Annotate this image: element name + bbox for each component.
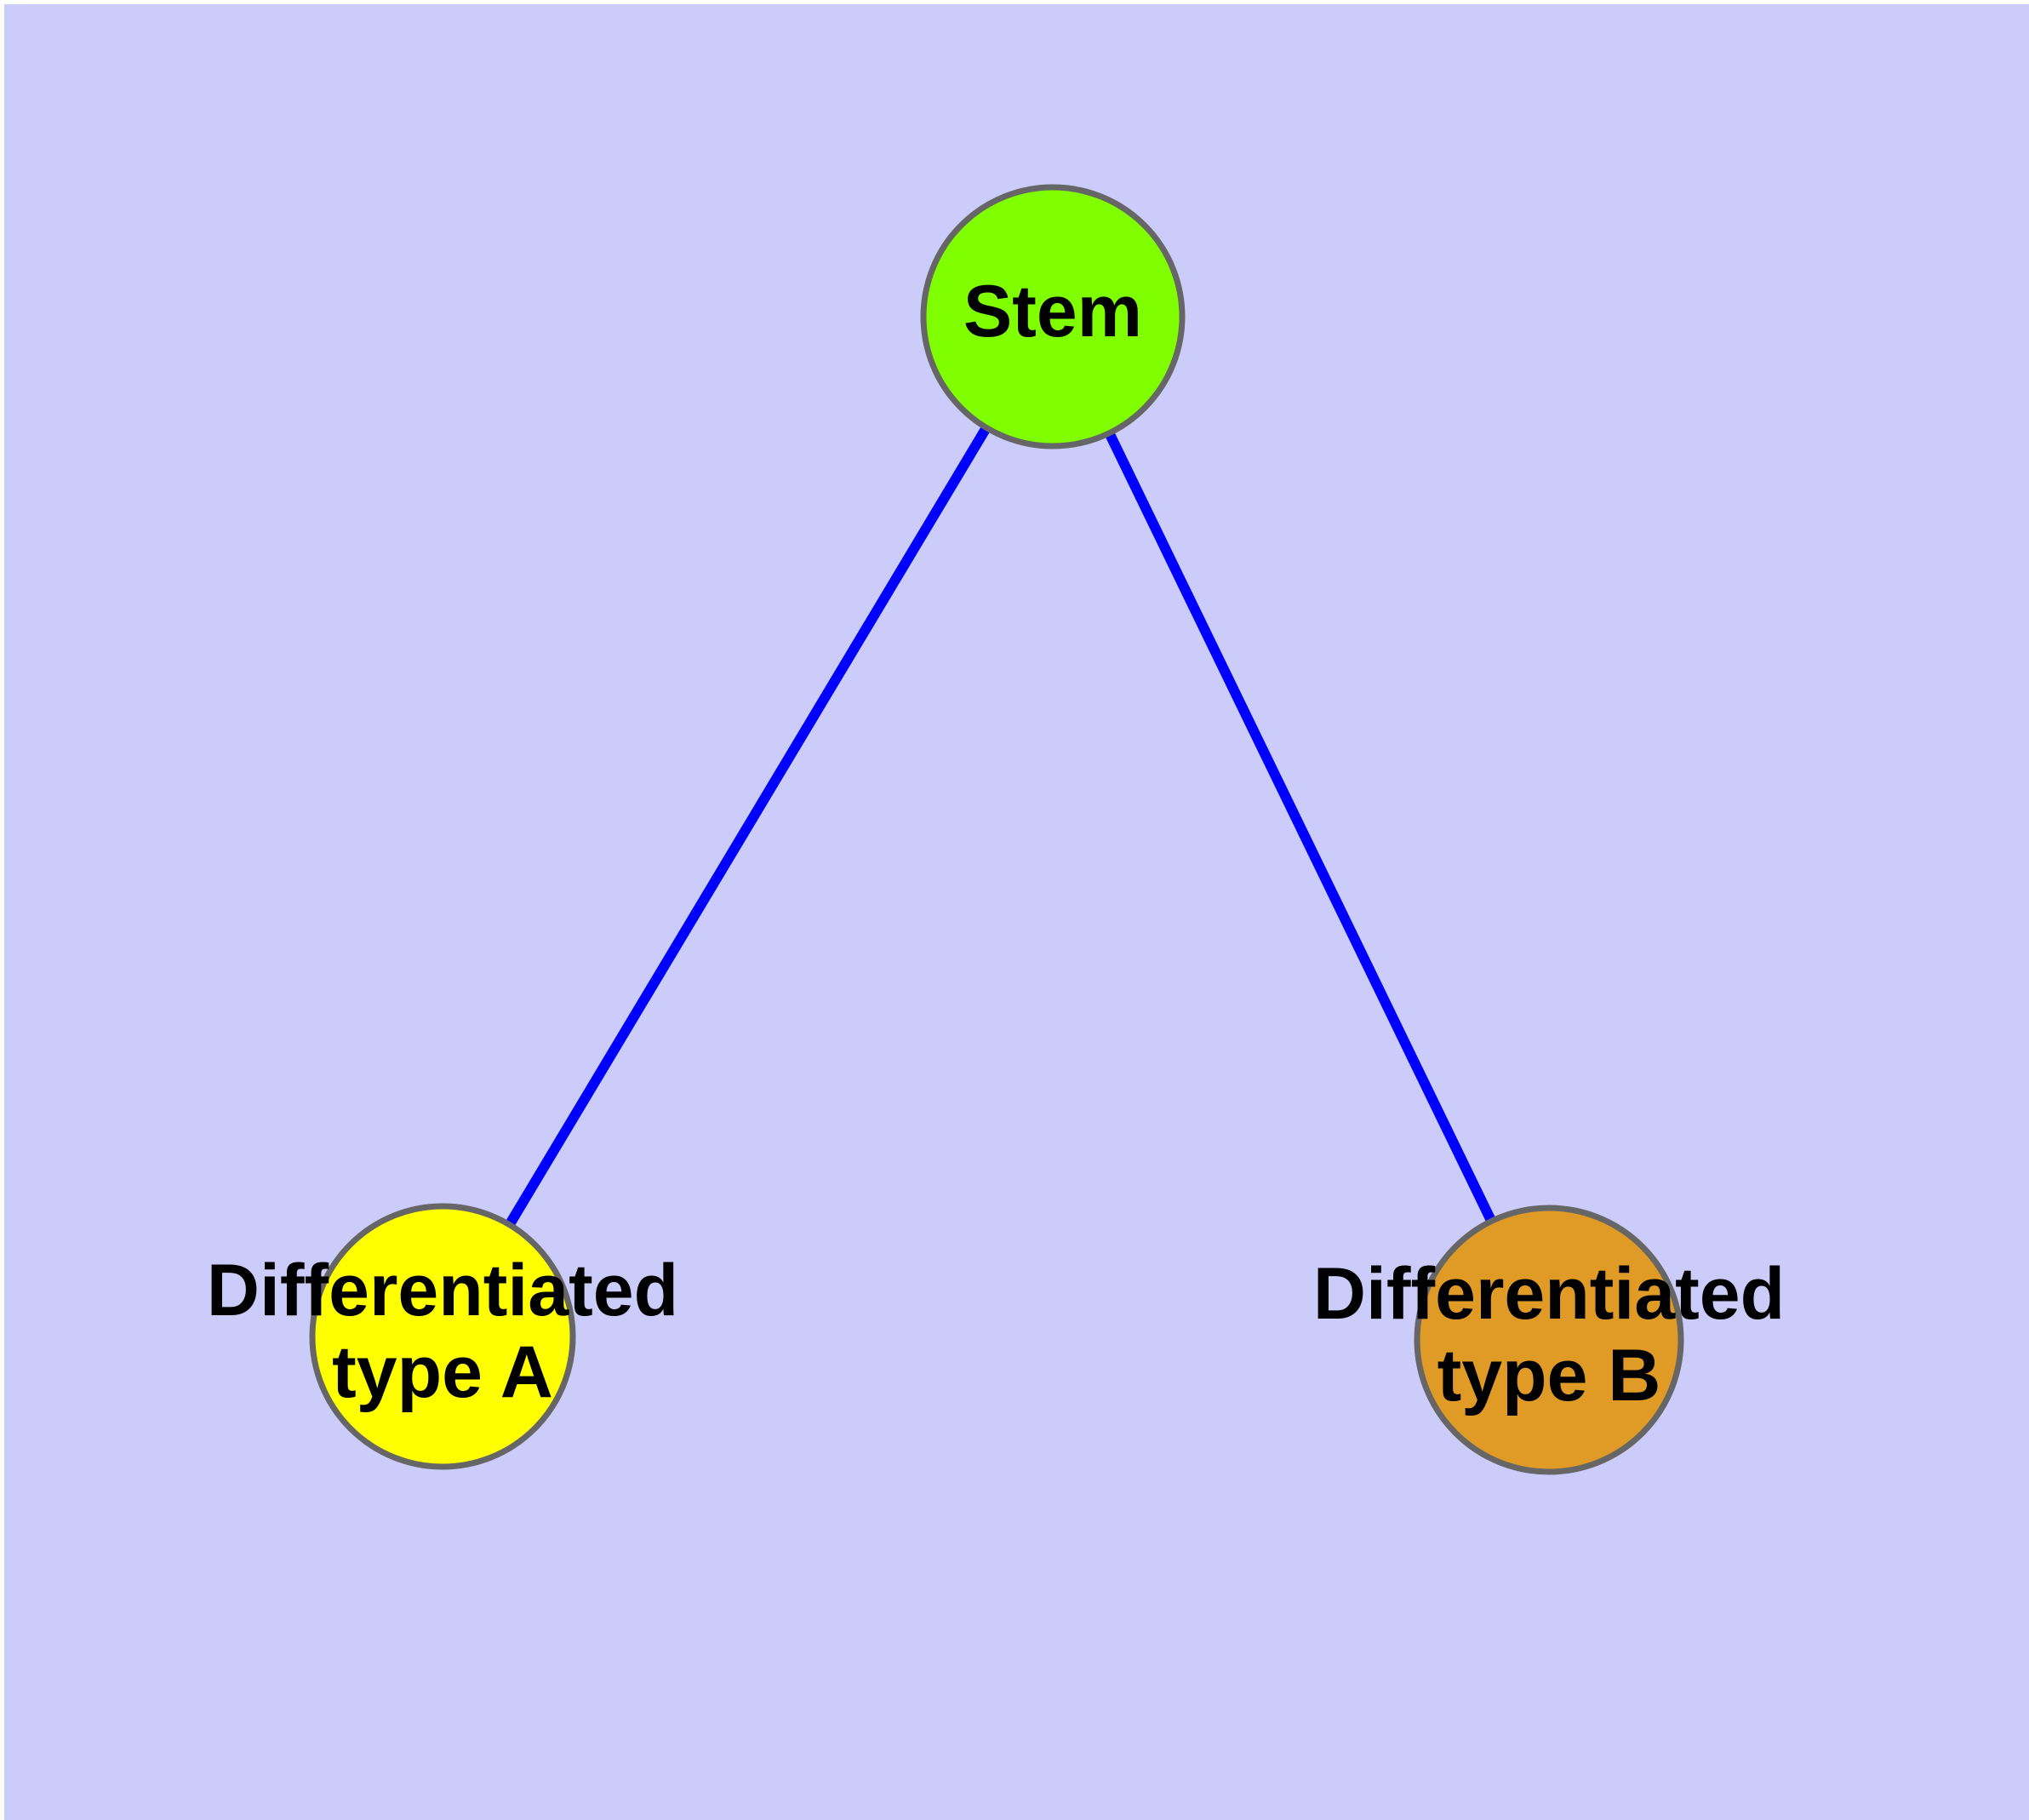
edge-stem-diff_a[interactable] <box>506 426 991 1227</box>
node-circle-diff_b[interactable] <box>1414 1205 1684 1475</box>
node-circle-diff_a[interactable] <box>309 1203 576 1470</box>
node-label-stem: Stem <box>963 271 1142 352</box>
node-label-line: Differentiated <box>207 1250 678 1331</box>
node-stem[interactable]: Stem <box>920 184 1186 449</box>
node-label-line: Stem <box>963 271 1142 352</box>
edge-layer <box>506 426 1495 1227</box>
node-label-line: Differentiated <box>1313 1253 1785 1335</box>
edge-stem-diff_b[interactable] <box>1105 432 1495 1222</box>
node-label-line: type A <box>332 1331 553 1413</box>
node-circle-stem[interactable] <box>920 184 1186 449</box>
node-label-line: type B <box>1437 1335 1661 1417</box>
